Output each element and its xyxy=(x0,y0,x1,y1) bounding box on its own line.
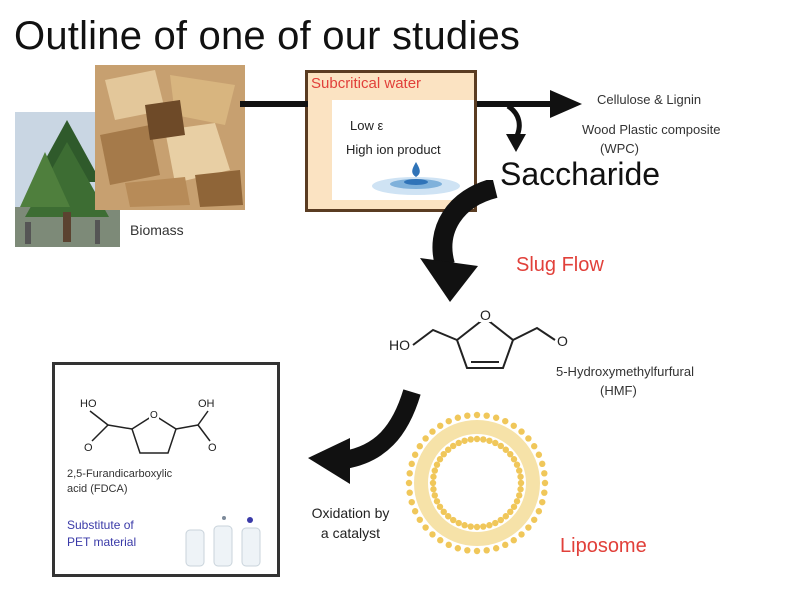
wood-chips-photo-icon xyxy=(95,65,245,210)
wpc-label: Wood Plastic composite (WPC) xyxy=(582,120,800,158)
wpc-label-line1: Wood Plastic composite xyxy=(582,122,721,137)
hmf-label: 5-Hydroxymethylfurfural (HMF) xyxy=(556,362,716,400)
process-flow-arrow xyxy=(240,90,582,118)
high-ion-product-label: High ion product xyxy=(346,142,441,157)
liposome-label: Liposome xyxy=(560,535,647,557)
low-epsilon-label: Low ε xyxy=(350,118,384,133)
fdca-label: 2,5-Furandicarboxylic acid (FDCA) xyxy=(67,467,187,497)
water-drop-icon xyxy=(372,162,460,195)
oxidation-line1: Oxidation by xyxy=(311,505,390,521)
fdca-oh-text: OH xyxy=(198,398,215,410)
hmf-abbr: (HMF) xyxy=(600,383,637,398)
hmf-ho-text: HO xyxy=(389,337,410,353)
wpc-label-line2: (WPC) xyxy=(600,141,639,156)
fdca-right-oxygen-text: O xyxy=(208,442,217,454)
hmf-name: 5-Hydroxymethylfurfural xyxy=(556,364,694,379)
fdca-left-oxygen-text: O xyxy=(84,442,93,454)
fdca-structure-icon: HO OH O O O xyxy=(80,398,217,454)
pet-line1: Substitute of xyxy=(67,518,134,532)
oxidation-label: Oxidation by a catalyst xyxy=(298,503,403,543)
pet-substitute-label: Substitute of PET material xyxy=(67,517,187,551)
slug-flow-label: Slug Flow xyxy=(516,254,604,276)
fdca-ho-text: HO xyxy=(80,398,97,410)
down-arrow-to-saccharide-icon xyxy=(506,104,526,152)
biomass-label: Biomass xyxy=(130,222,184,238)
curved-arrow-to-fdca-icon xyxy=(308,389,421,484)
curved-arrow-to-hmf-icon xyxy=(420,180,498,302)
hmf-ring-oxygen-text: O xyxy=(480,307,491,323)
page-title: Outline of one of our studies xyxy=(14,14,521,58)
hmf-aldehyde-oxygen-text: O xyxy=(557,333,568,349)
liposome-icon xyxy=(405,411,549,555)
oxidation-line2: a catalyst xyxy=(320,525,381,541)
fdca-ring-oxygen-text: O xyxy=(150,410,158,421)
fdca-name-line1: 2,5-Furandicarboxylic xyxy=(67,468,173,480)
cellulose-lignin-label: Cellulose & Lignin xyxy=(597,92,702,107)
pet-bottles-icon xyxy=(185,516,261,567)
hmf-structure-icon: HO O O xyxy=(389,307,568,369)
pet-line2: PET material xyxy=(67,535,137,549)
fdca-name-line2: acid (FDCA) xyxy=(67,483,128,495)
subcritical-water-title: Subcritical water xyxy=(311,75,422,92)
saccharide-label: Saccharide xyxy=(500,156,661,192)
